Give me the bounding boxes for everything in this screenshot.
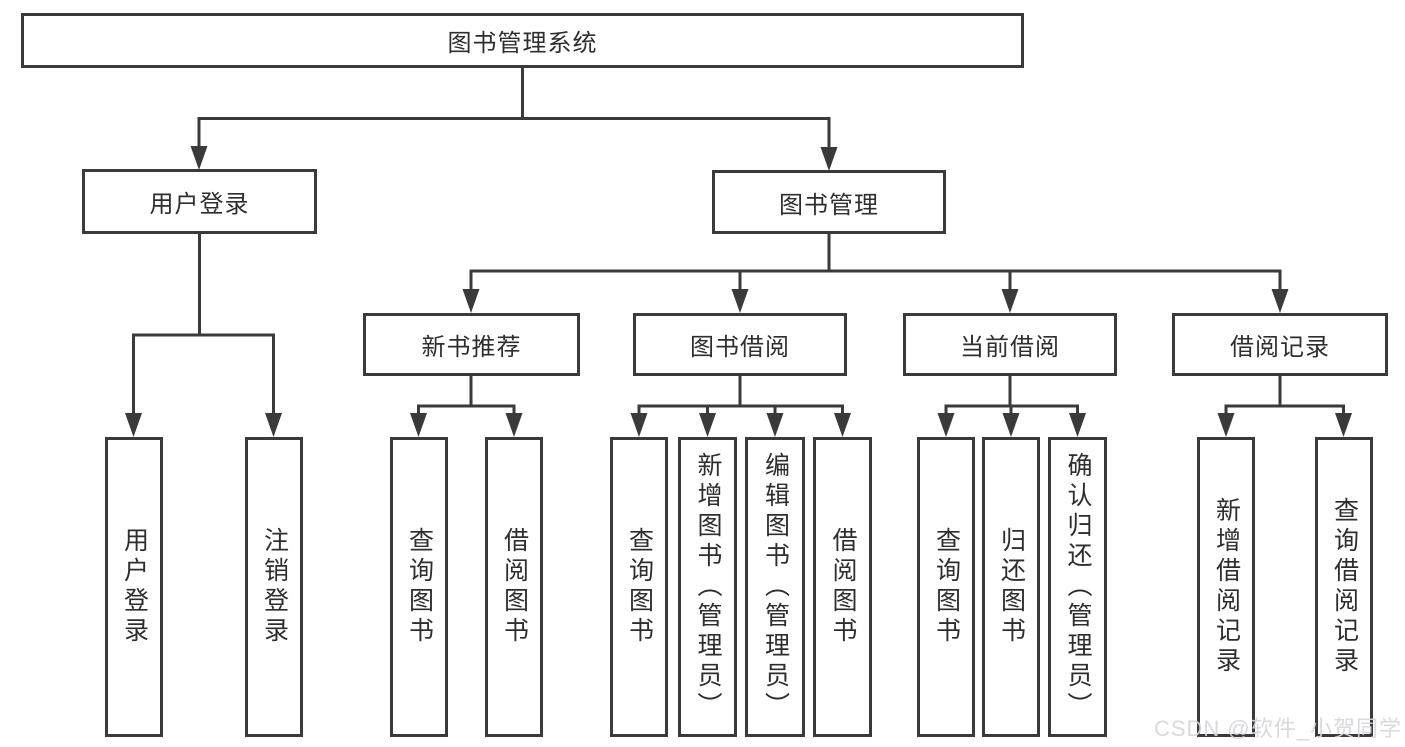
watermark: CSDN @软件_小贺同学 xyxy=(1153,716,1402,741)
node-borrowing-records: 借阅记录 xyxy=(1172,313,1388,376)
leaf-add-borrow-record: 新增借阅记录 xyxy=(1197,437,1255,737)
node-library-management-system: 图书管理系统 xyxy=(21,13,1024,68)
leaf-query-books-borrowing: 查询图书 xyxy=(610,437,668,737)
leaf-borrow-books-borrowing: 借阅图书 xyxy=(813,437,872,737)
leaf-query-borrow-record: 查询借阅记录 xyxy=(1315,437,1373,737)
node-user-login: 用户登录 xyxy=(82,169,317,234)
leaf-query-books-recommend: 查询图书 xyxy=(390,437,448,737)
leaf-logout: 注销登录 xyxy=(245,437,303,737)
leaf-return-books: 归还图书 xyxy=(982,437,1040,737)
leaf-confirm-return-admin: 确认归还（管理员） xyxy=(1048,437,1107,737)
leaf-edit-book-admin: 编辑图书（管理员） xyxy=(745,437,805,737)
node-book-management: 图书管理 xyxy=(712,170,946,234)
arrowheads xyxy=(125,146,1352,437)
leaf-user-login: 用户登录 xyxy=(105,437,163,737)
leaf-query-books-current: 查询图书 xyxy=(917,437,975,737)
leaf-add-book-admin: 新增图书（管理员） xyxy=(678,437,737,737)
node-current-borrowing: 当前借阅 xyxy=(903,313,1117,376)
leaf-borrow-books-recommend: 借阅图书 xyxy=(485,437,543,737)
node-book-borrowing: 图书借阅 xyxy=(633,313,847,376)
node-new-book-recommendation: 新书推荐 xyxy=(363,313,580,376)
